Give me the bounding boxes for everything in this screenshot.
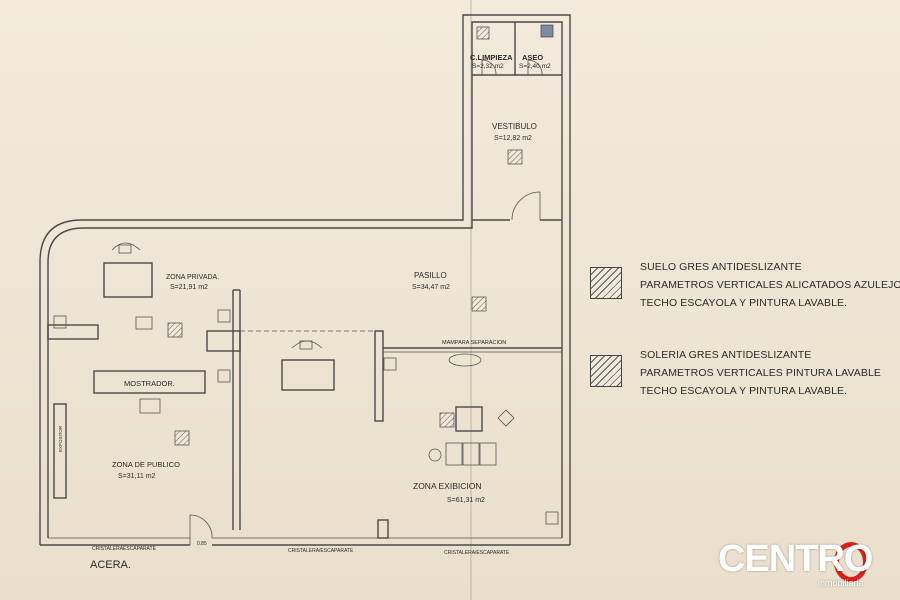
legend-line: PARAMETROS VERTICALES PINTURA LAVABLE	[640, 367, 881, 379]
vestibule-walls	[472, 22, 562, 221]
escaparate-label-2: CRISTALERA/ESCAPARATE	[288, 548, 354, 554]
room-name-vestibulo: VESTIBULO	[492, 122, 537, 131]
escaparate-label-3: CRISTALERA/ESCAPARATE	[444, 550, 510, 556]
legend-entry-1: SUELO GRES ANTIDESLIZANTE PARAMETROS VER…	[585, 255, 900, 315]
legend-line: SUELO GRES ANTIDESLIZANTE	[640, 261, 802, 273]
escaparate-label-1: CRISTALERAESCAPARATE	[92, 546, 157, 552]
room-area-pasillo: S=34,47 m2	[412, 284, 450, 291]
legend: SUELO GRES ANTIDESLIZANTE PARAMETROS VER…	[585, 255, 900, 431]
room-name-privada: ZONA PRIVADA.	[166, 274, 219, 281]
room-name-exibicion: ZONA EXIBICION	[413, 481, 482, 491]
room-area-limpieza: S=2,32 m2	[472, 63, 504, 70]
interior-walls	[47, 289, 562, 545]
mampara-label: MAMPARA SEPARACION	[442, 340, 506, 346]
legend-swatch-1	[590, 267, 622, 299]
room-name-publico: ZONA DE PUBLICO	[112, 460, 180, 469]
room-area-exibicion: S=61,31 m2	[447, 497, 485, 504]
plant-markers	[53, 309, 559, 525]
outer-walls	[39, 14, 571, 546]
brand-logo: CENTRO inmobiliaria	[718, 538, 878, 593]
room-name-aseo: ASEO	[522, 53, 543, 62]
room-name-limpieza: C.LIMPIEZA	[470, 53, 513, 62]
floor-finish-markers	[167, 24, 554, 446]
room-name-pasillo: PASILLO	[414, 271, 447, 280]
legend-line: PARAMETROS VERTICALES ALICATADOS AZULEJO…	[640, 279, 900, 291]
room-area-publico: S=31,11 m2	[118, 473, 156, 480]
room-area-vestibulo: S=12,82 m2	[494, 135, 532, 142]
legend-line: TECHO ESCAYOLA Y PINTURA LAVABLE.	[640, 385, 848, 397]
legend-line: TECHO ESCAYOLA Y PINTURA LAVABLE.	[640, 297, 848, 309]
legend-entry-2: SOLERIA GRES ANTIDESLIZANTE PARAMETROS V…	[585, 343, 885, 403]
brand-ring-icon	[834, 542, 868, 582]
expositor-label: EXPOSITOR	[58, 425, 63, 452]
furniture	[53, 242, 515, 499]
legend-line: SOLERIA GRES ANTIDESLIZANTE	[640, 349, 812, 361]
legend-swatch-2	[590, 355, 622, 387]
room-area-privada: S=21,91 m2	[170, 284, 208, 291]
brand-name: CENTRO	[718, 538, 873, 580]
acera-label: ACERA.	[90, 559, 131, 571]
paper-fold	[470, 0, 472, 600]
door-width-label: 0.85	[197, 541, 207, 547]
mostrador-label: MOSTRADOR.	[124, 379, 175, 388]
brand-subtitle: inmobiliaria	[818, 578, 864, 588]
room-area-aseo: S=2,40 m2	[519, 63, 551, 70]
